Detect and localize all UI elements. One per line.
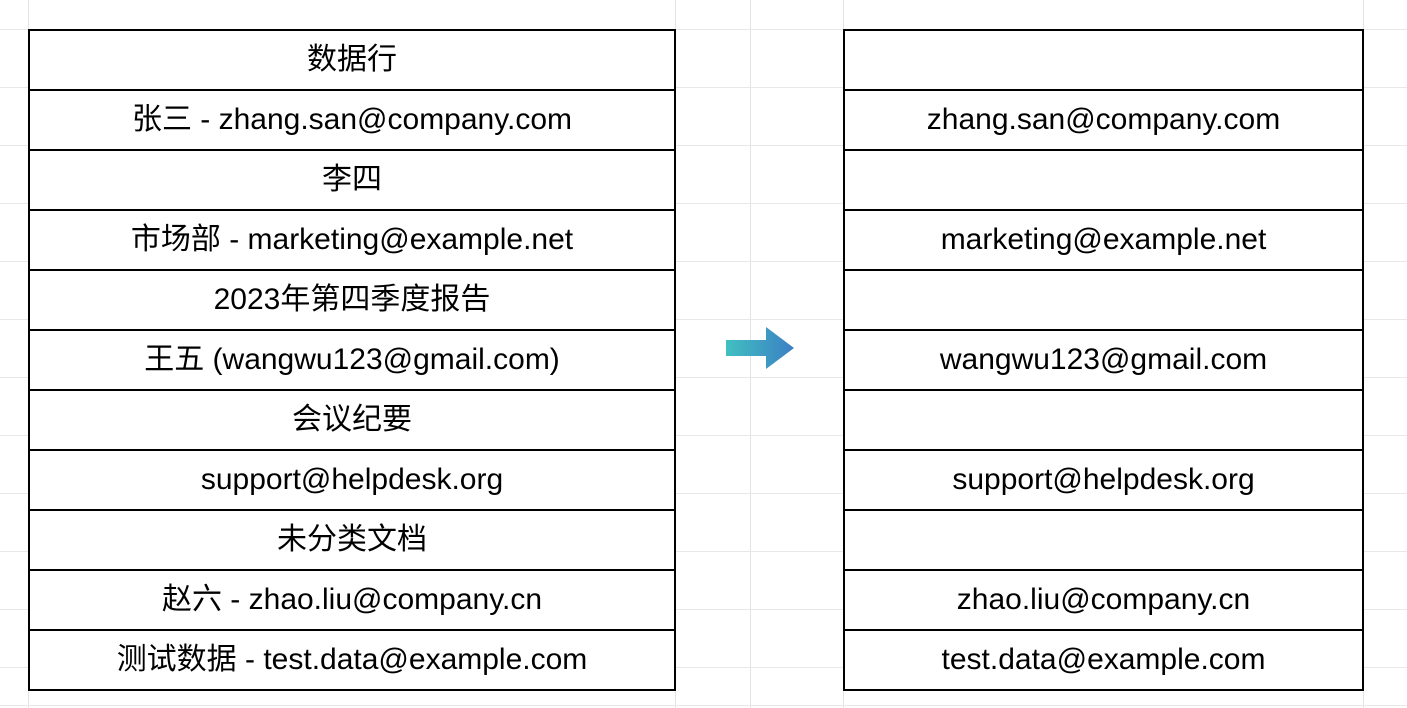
gridline-horizontal (0, 29, 1407, 30)
table-row[interactable]: support@helpdesk.org (28, 449, 676, 511)
gridline-horizontal (0, 705, 1407, 706)
table-row[interactable] (843, 149, 1364, 211)
source-cell-6[interactable]: 会议纪要 (28, 389, 676, 451)
table-row[interactable]: 数据行 (28, 29, 676, 91)
source-cell-1[interactable]: 张三 - zhang.san@company.com (28, 89, 676, 151)
source-cell-5[interactable]: 王五 (wangwu123@gmail.com) (28, 329, 676, 391)
table-row[interactable]: 会议纪要 (28, 389, 676, 451)
result-cell-0[interactable] (843, 29, 1364, 91)
table-row[interactable] (843, 509, 1364, 571)
source-cell-9[interactable]: 赵六 - zhao.liu@company.cn (28, 569, 676, 631)
table-row[interactable]: zhao.liu@company.cn (843, 569, 1364, 631)
table-row[interactable]: test.data@example.com (843, 629, 1364, 691)
source-cell-4[interactable]: 2023年第四季度报告 (28, 269, 676, 331)
table-row[interactable]: wangwu123@gmail.com (843, 329, 1364, 391)
table-row[interactable]: 张三 - zhang.san@company.com (28, 89, 676, 151)
result-cell-2[interactable] (843, 149, 1364, 211)
source-cell-2[interactable]: 李四 (28, 149, 676, 211)
gridline-horizontal (0, 667, 1407, 668)
table-row[interactable] (843, 389, 1364, 451)
table-row[interactable]: 李四 (28, 149, 676, 211)
result-cell-3[interactable]: marketing@example.net (843, 209, 1364, 271)
result-cell-9[interactable]: zhao.liu@company.cn (843, 569, 1364, 631)
table-row[interactable]: 市场部 - marketing@example.net (28, 209, 676, 271)
table-row[interactable]: support@helpdesk.org (843, 449, 1364, 511)
gridline-horizontal (0, 609, 1407, 610)
table-row[interactable]: 测试数据 - test.data@example.com (28, 629, 676, 691)
table-row[interactable]: 王五 (wangwu123@gmail.com) (28, 329, 676, 391)
gridline-horizontal (0, 203, 1407, 204)
table-row[interactable]: 未分类文档 (28, 509, 676, 571)
gridline-horizontal (0, 87, 1407, 88)
result-cell-7[interactable]: support@helpdesk.org (843, 449, 1364, 511)
gridline-horizontal (0, 493, 1407, 494)
result-cell-8[interactable] (843, 509, 1364, 571)
gridline-horizontal (0, 261, 1407, 262)
source-cell-3[interactable]: 市场部 - marketing@example.net (28, 209, 676, 271)
gridline-vertical (1363, 0, 1364, 708)
table-row[interactable]: marketing@example.net (843, 209, 1364, 271)
result-cell-5[interactable]: wangwu123@gmail.com (843, 329, 1364, 391)
table-row[interactable]: zhang.san@company.com (843, 89, 1364, 151)
transform-arrow (724, 322, 796, 374)
gridline-horizontal (0, 551, 1407, 552)
right-arrow-icon (726, 327, 794, 369)
extracted-email-table[interactable]: zhang.san@company.com marketing@example.… (843, 29, 1364, 691)
result-cell-1[interactable]: zhang.san@company.com (843, 89, 1364, 151)
source-data-table[interactable]: 数据行 张三 - zhang.san@company.com 李四 市场部 - … (28, 29, 676, 691)
gridline-horizontal (0, 435, 1407, 436)
result-cell-10[interactable]: test.data@example.com (843, 629, 1364, 691)
source-cell-7[interactable]: support@helpdesk.org (28, 449, 676, 511)
source-cell-10[interactable]: 测试数据 - test.data@example.com (28, 629, 676, 691)
table-row[interactable] (843, 29, 1364, 91)
source-cell-header[interactable]: 数据行 (28, 29, 676, 91)
gridline-horizontal (0, 319, 1407, 320)
gridline-vertical (675, 0, 676, 708)
gridline-horizontal (0, 377, 1407, 378)
result-cell-6[interactable] (843, 389, 1364, 451)
gridline-horizontal (0, 145, 1407, 146)
table-row[interactable]: 赵六 - zhao.liu@company.cn (28, 569, 676, 631)
result-cell-4[interactable] (843, 269, 1364, 331)
table-row[interactable] (843, 269, 1364, 331)
source-cell-8[interactable]: 未分类文档 (28, 509, 676, 571)
table-row[interactable]: 2023年第四季度报告 (28, 269, 676, 331)
